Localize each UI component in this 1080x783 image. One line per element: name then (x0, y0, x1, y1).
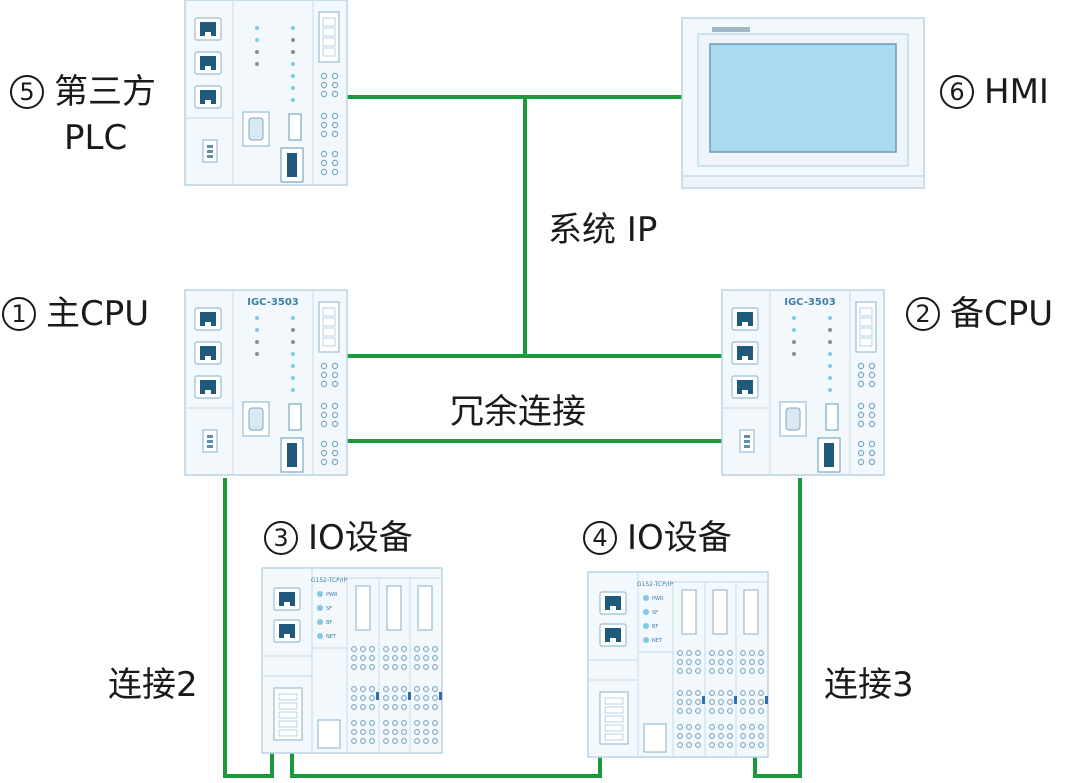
main-cpu-number: 1 (2, 297, 36, 331)
main-cpu-device: IGC-3503 (185, 290, 347, 475)
io-device-1-model: G152-TCP/IP (311, 577, 348, 584)
io-device-1-label: 3 IO设备 (264, 518, 413, 558)
main-cpu-label: 1 主CPU (2, 294, 149, 334)
system-ip-label: 系统 IP (548, 210, 658, 250)
io-device-1-name: IO设备 (308, 518, 413, 558)
io-device-1-led-pwr: PWR (326, 592, 338, 598)
link-connection-2 (223, 478, 274, 778)
io-device-1: G152-TCP/IP PWR SF BF NET (262, 568, 442, 753)
io-device-2-model: G152-TCP/IP (637, 581, 674, 588)
backup-cpu-name: 备CPU (950, 294, 1054, 334)
connection-3-label: 连接3 (824, 665, 914, 705)
link-connection-3 (753, 478, 802, 778)
links (223, 95, 802, 778)
redundancy-label: 冗余连接 (450, 392, 586, 432)
third-party-plc-name-line2: PLC (64, 118, 128, 158)
hmi-name: HMI (984, 72, 1049, 112)
backup-cpu-device: IGC-3503 (722, 290, 884, 475)
third-party-plc-name: 第三方 (54, 72, 156, 112)
backup-cpu-model: IGC-3503 (784, 297, 836, 308)
io-device-1-led-bf: BF (326, 620, 332, 626)
link-io-chain (290, 752, 602, 778)
io-device-1-led-sf: SF (326, 606, 332, 612)
hmi-device (681, 17, 925, 189)
io-device-2-number: 4 (583, 521, 617, 555)
io-device-2: G152-TCP/IP PWR SF BF NET (588, 572, 768, 757)
third-party-plc-label: 5 第三方 PLC (10, 72, 156, 158)
io-device-2-led-net: NET (652, 638, 663, 644)
backup-cpu-label: 2 备CPU (906, 294, 1053, 334)
main-cpu-name: 主CPU (46, 294, 150, 334)
third-party-plc-number: 5 (10, 75, 44, 109)
hmi-label: 6 HMI (940, 72, 1049, 112)
connection-2-label: 连接2 (108, 665, 198, 705)
io-device-2-led-pwr: PWR (652, 596, 664, 602)
io-device-1-number: 3 (264, 521, 298, 555)
io-device-1-led-net: NET (326, 634, 337, 640)
io-device-2-name: IO设备 (627, 518, 732, 558)
io-device-2-led-bf: BF (652, 624, 658, 630)
main-cpu-model: IGC-3503 (247, 297, 299, 308)
backup-cpu-number: 2 (906, 297, 940, 331)
io-device-2-led-sf: SF (652, 610, 658, 616)
hmi-number: 6 (940, 75, 974, 109)
io-device-2-label: 4 IO设备 (583, 518, 732, 558)
third-party-plc-device (185, 0, 347, 185)
